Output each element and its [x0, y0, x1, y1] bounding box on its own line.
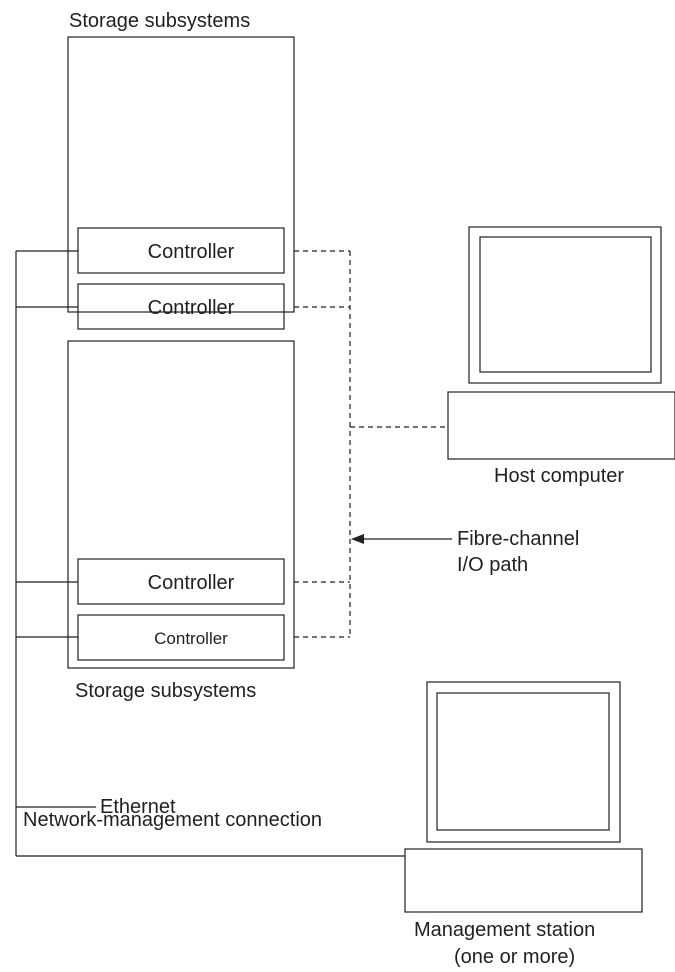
storage-subsystems-bottom-label: Storage subsystems — [75, 680, 257, 702]
storage-subsystem-bottom — [67, 340, 295, 669]
controller-label-2: Controller — [147, 297, 235, 319]
management-station-icon — [404, 681, 643, 913]
controller-label-1: Controller — [147, 241, 235, 263]
management-station-sublabel: (one or more) — [454, 946, 576, 968]
storage-subsystem-top — [67, 36, 295, 313]
network-management-label: Network-management connection — [23, 809, 323, 831]
host-computer-icon — [447, 226, 675, 460]
ethernet-label: Ethernet — [100, 796, 176, 818]
ethernet-wiring — [15, 250, 405, 857]
management-station-label: Management station — [414, 919, 596, 941]
fibre-channel-label-line1: Fibre-channel — [457, 528, 580, 550]
host-computer-label: Host computer — [494, 465, 625, 487]
fibre-channel-label-line2: I/O path — [457, 554, 529, 576]
storage-subsystems-top-label: Storage subsystems — [69, 10, 251, 32]
controller-label-3: Controller — [147, 572, 235, 594]
fibre-channel-paths — [294, 250, 448, 638]
controller-label-4: Controller — [154, 629, 228, 648]
fibre-channel-arrowhead — [351, 534, 364, 544]
